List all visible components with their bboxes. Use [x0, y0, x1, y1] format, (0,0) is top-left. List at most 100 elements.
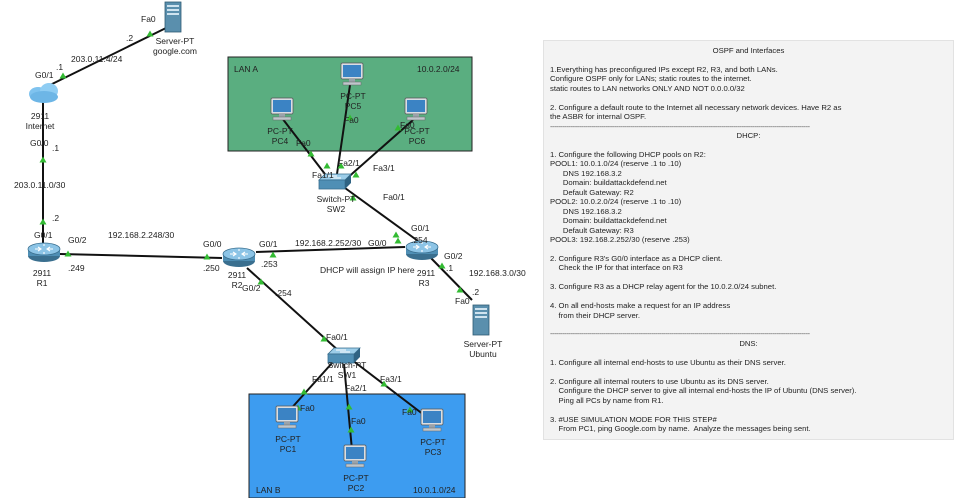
pc3-name: PC3	[424, 447, 442, 457]
pc5-fa0-label: Fa0	[344, 115, 359, 125]
sw1-fa11-label: Fa1/1	[312, 374, 334, 384]
instruction-line	[550, 273, 947, 282]
r3-g00-label: G0/0	[368, 238, 387, 248]
server-google-name: google.com	[153, 46, 197, 56]
net-r2-r3: 192.168.2.252/30	[295, 238, 362, 248]
ubuntu-ip-label: .2	[472, 287, 480, 297]
instruction-line: POOL3: 192.168.2.252/30 (reserve .253)	[550, 235, 690, 245]
instruction-line: Default Gateway: R3	[550, 225, 634, 235]
sw1-fa01-label: Fa0/1	[326, 332, 348, 342]
r3-g01-ip: .254	[411, 235, 428, 245]
instruction-line: 1.Everything has preconfigured IPs excep…	[550, 64, 778, 74]
net-r1-r2: 192.168.2.248/30	[108, 230, 175, 240]
r2-g02-ip: .254	[275, 288, 292, 298]
router-icon[interactable]	[222, 247, 256, 268]
lan-a-subnet: 10.0.2.0/24	[417, 64, 460, 74]
pc4-fa0-label: Fa0	[296, 138, 311, 148]
link-r1-r2	[59, 253, 223, 259]
r1-g01-label: G0/1	[34, 230, 53, 240]
topology-canvas[interactable]	[0, 0, 540, 498]
section-divider: ----------------------------------------…	[550, 329, 810, 339]
r2-g00-label: G0/0	[203, 239, 222, 249]
instruction-line: Domain: buildattackdefend.net	[550, 216, 667, 226]
r2-name: R2	[231, 280, 243, 290]
section-heading: OSPF and Interfaces	[712, 46, 785, 55]
inet-g01-ip: .1	[56, 62, 64, 72]
r2-g02-label: G0/2	[242, 283, 261, 293]
section-heading: DNS:	[739, 338, 758, 348]
r2-g01-ip: .253	[261, 259, 278, 269]
instruction-line: From PC1, ping Google.com by name. Analy…	[550, 423, 811, 433]
net-r1-internet: 203.0.11.0/30	[14, 180, 66, 190]
instruction-line	[550, 292, 947, 301]
pc5-type: PC-PT	[340, 91, 366, 101]
pc2-fa0-label: Fa0	[351, 416, 366, 426]
r1-name: R1	[36, 278, 48, 288]
instruction-line: 2. Configure R3's G0/0 interface as a DH…	[550, 253, 723, 263]
server-icon[interactable]	[472, 304, 490, 336]
sw2-fa01-label: Fa0/1	[383, 192, 405, 202]
instruction-line: 2. Configure a default route to the Inte…	[550, 102, 842, 112]
instructions-panel[interactable]: OSPF and Interfaces 1.Everything has prec…	[543, 40, 954, 440]
inet-g00-label: G0/0	[30, 138, 49, 148]
sw1-fa31-label: Fa3/1	[380, 374, 402, 384]
internet-name: Internet	[25, 121, 55, 131]
internet-model: 2911	[30, 111, 50, 121]
section-heading: DHCP:	[736, 131, 761, 141]
r3-g02-label: G0/2	[444, 251, 463, 261]
lan-b-subnet: 10.0.1.0/24	[413, 485, 456, 495]
sw2-fa21-label: Fa2/1	[338, 158, 360, 168]
sw2-type: Switch-PT	[316, 194, 356, 204]
instruction-line: Check the IP for that interface on R3	[550, 263, 683, 273]
instruction-line: Configure the DHCP server to give all in…	[550, 386, 857, 396]
instruction-line: from their DHCP server.	[550, 310, 640, 320]
pc6-type: PC-PT	[404, 126, 430, 136]
inet-g01-label: G0/1	[35, 70, 54, 80]
r1-g02-ip: .249	[68, 263, 85, 273]
link-sw2-pc5	[336, 84, 351, 175]
ubuntu-type: Server-PT	[463, 339, 503, 349]
pc5-name: PC5	[344, 101, 362, 111]
r3-g01-label: G0/1	[411, 223, 430, 233]
instruction-line: DNS 192.168.3.2	[550, 206, 622, 216]
r3-name: R3	[418, 278, 430, 288]
instruction-line: 1. Configure all internal end-hosts to u…	[550, 357, 786, 367]
instruction-line	[550, 244, 947, 253]
instruction-line: the ASBR for internal OSPF.	[550, 112, 647, 122]
instruction-line: POOL2: 10.0.2.0/24 (reserve .1 to .10)	[550, 197, 682, 207]
instruction-line: DNS 192.168.3.2	[550, 168, 622, 178]
link-r3-sw2	[344, 187, 419, 242]
inet-g00-ip: .1	[52, 143, 60, 153]
pc6-name: PC6	[408, 136, 426, 146]
lan-a-title: LAN A	[234, 64, 259, 74]
link-sw2-pc6	[344, 119, 414, 181]
lan-b-title: LAN B	[256, 485, 281, 495]
r3-g02-ip: .1	[446, 263, 454, 273]
instruction-line: Configure OSPF only for LANs; static rou…	[550, 74, 752, 84]
instruction-line: 4. On all end-hosts make a request for a…	[550, 301, 731, 311]
r1-g01-ip: .2	[52, 213, 60, 223]
r1-g02-label: G0/2	[68, 235, 87, 245]
pc2-type: PC-PT	[343, 473, 369, 483]
sw1-type: Switch-PT	[327, 360, 367, 370]
pc3-fa0-label: Fa0	[402, 407, 417, 417]
sw2-fa31-label: Fa3/1	[373, 163, 395, 173]
r2-model: 2911	[227, 270, 247, 280]
net-r3-ubuntu: 192.168.3.0/30	[469, 268, 526, 278]
instruction-line: POOL1: 10.0.1.0/24 (reserve .1 to .10)	[550, 159, 682, 169]
r3-dhcp-note: DHCP will assign IP here	[320, 265, 415, 275]
instruction-line: 1. Configure the following DHCP pools on…	[550, 149, 706, 159]
pc1-name: PC1	[279, 444, 297, 454]
pc6-fa0-label: Fa0	[400, 120, 415, 130]
server-icon[interactable]	[164, 1, 182, 33]
cloud-router-icon[interactable]	[29, 83, 58, 103]
instruction-line: 3. #USE SIMULATION MODE FOR THIS STEP#	[550, 414, 717, 424]
link-r3-ubuntu	[427, 254, 473, 301]
instruction-line	[550, 348, 947, 357]
google-ip-label: .2	[126, 33, 134, 43]
sw2-name: SW2	[326, 204, 346, 214]
instruction-line	[550, 93, 947, 102]
instruction-line	[550, 55, 947, 64]
r3-model: 2911	[416, 268, 436, 278]
router-icon[interactable]	[27, 242, 61, 263]
